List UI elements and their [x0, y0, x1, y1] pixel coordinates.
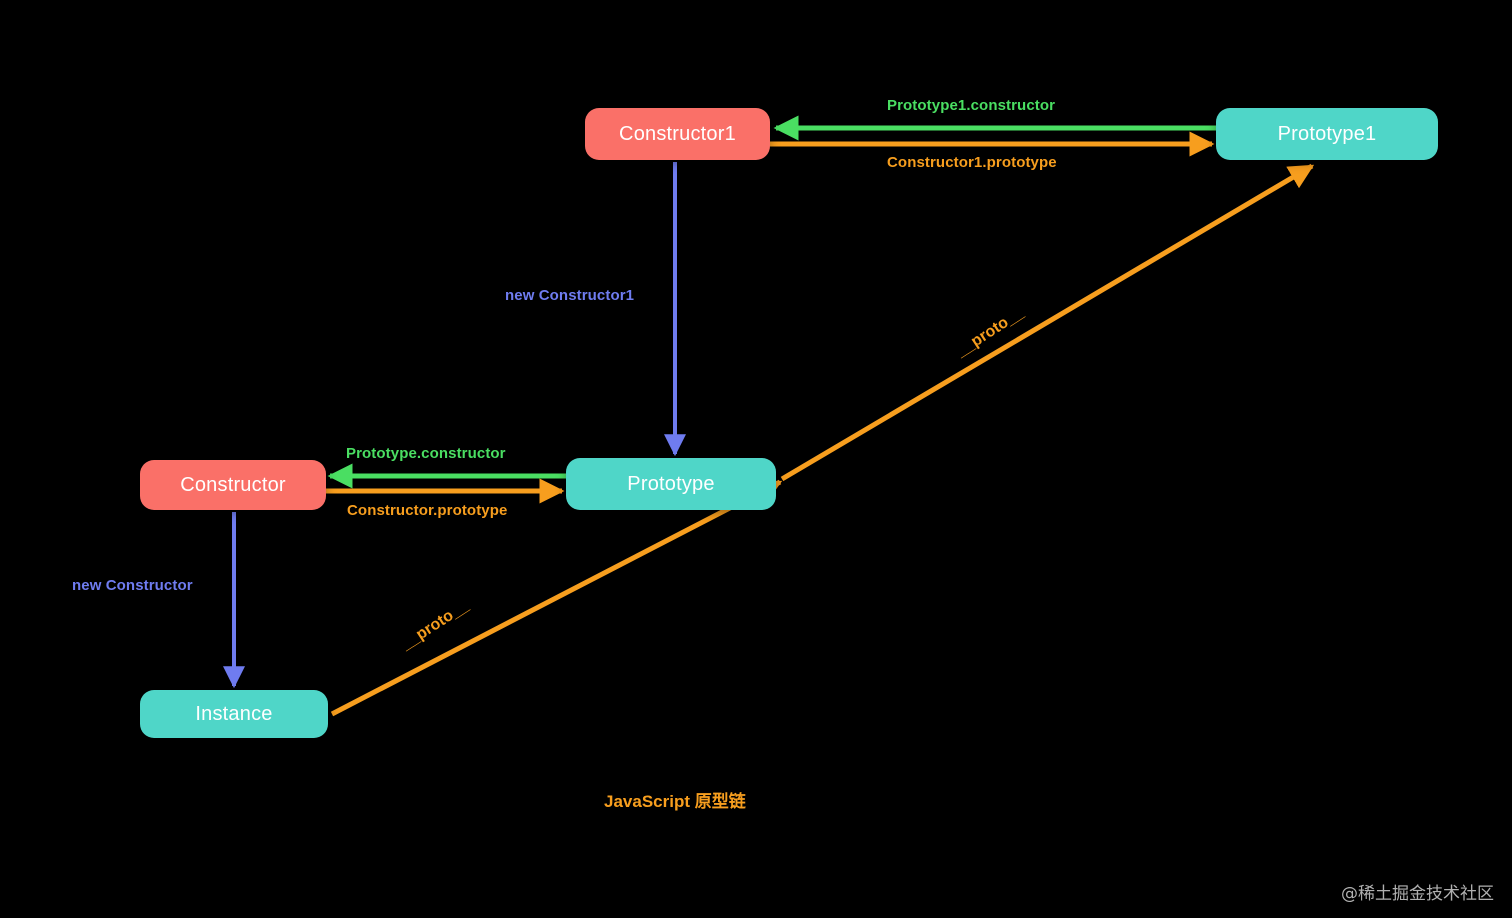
node-constructor1-label: Constructor1 — [619, 122, 736, 145]
node-instance[interactable]: Instance — [140, 690, 328, 738]
node-prototype1[interactable]: Prototype1 — [1216, 108, 1438, 160]
node-constructor1[interactable]: Constructor1 — [585, 108, 770, 160]
edge-label-prototype1-constructor: Prototype1.constructor — [887, 97, 1056, 114]
edge-label-prototype-constructor: Prototype.constructor — [346, 445, 506, 462]
node-prototype[interactable]: Prototype — [566, 458, 776, 510]
node-instance-label: Instance — [195, 702, 273, 725]
edge-label-new-constructor: new Constructor — [72, 577, 193, 594]
node-prototype1-label: Prototype1 — [1277, 122, 1377, 145]
edge-label-constructor-prototype: Constructor.prototype — [347, 502, 508, 519]
edge-label-constructor1-prototype: Constructor1.prototype — [887, 154, 1057, 171]
diagram-caption: JavaScript 原型链 — [604, 792, 746, 811]
node-constructor-label: Constructor — [180, 473, 286, 496]
watermark: @稀土掘金技术社区 — [1341, 884, 1494, 904]
node-constructor[interactable]: Constructor — [140, 460, 326, 510]
edge-instance-proto — [330, 479, 783, 717]
node-prototype-label: Prototype — [627, 472, 715, 495]
edge-prototype-proto — [780, 163, 1315, 482]
edge-label-new-constructor1: new Constructor1 — [505, 287, 635, 304]
